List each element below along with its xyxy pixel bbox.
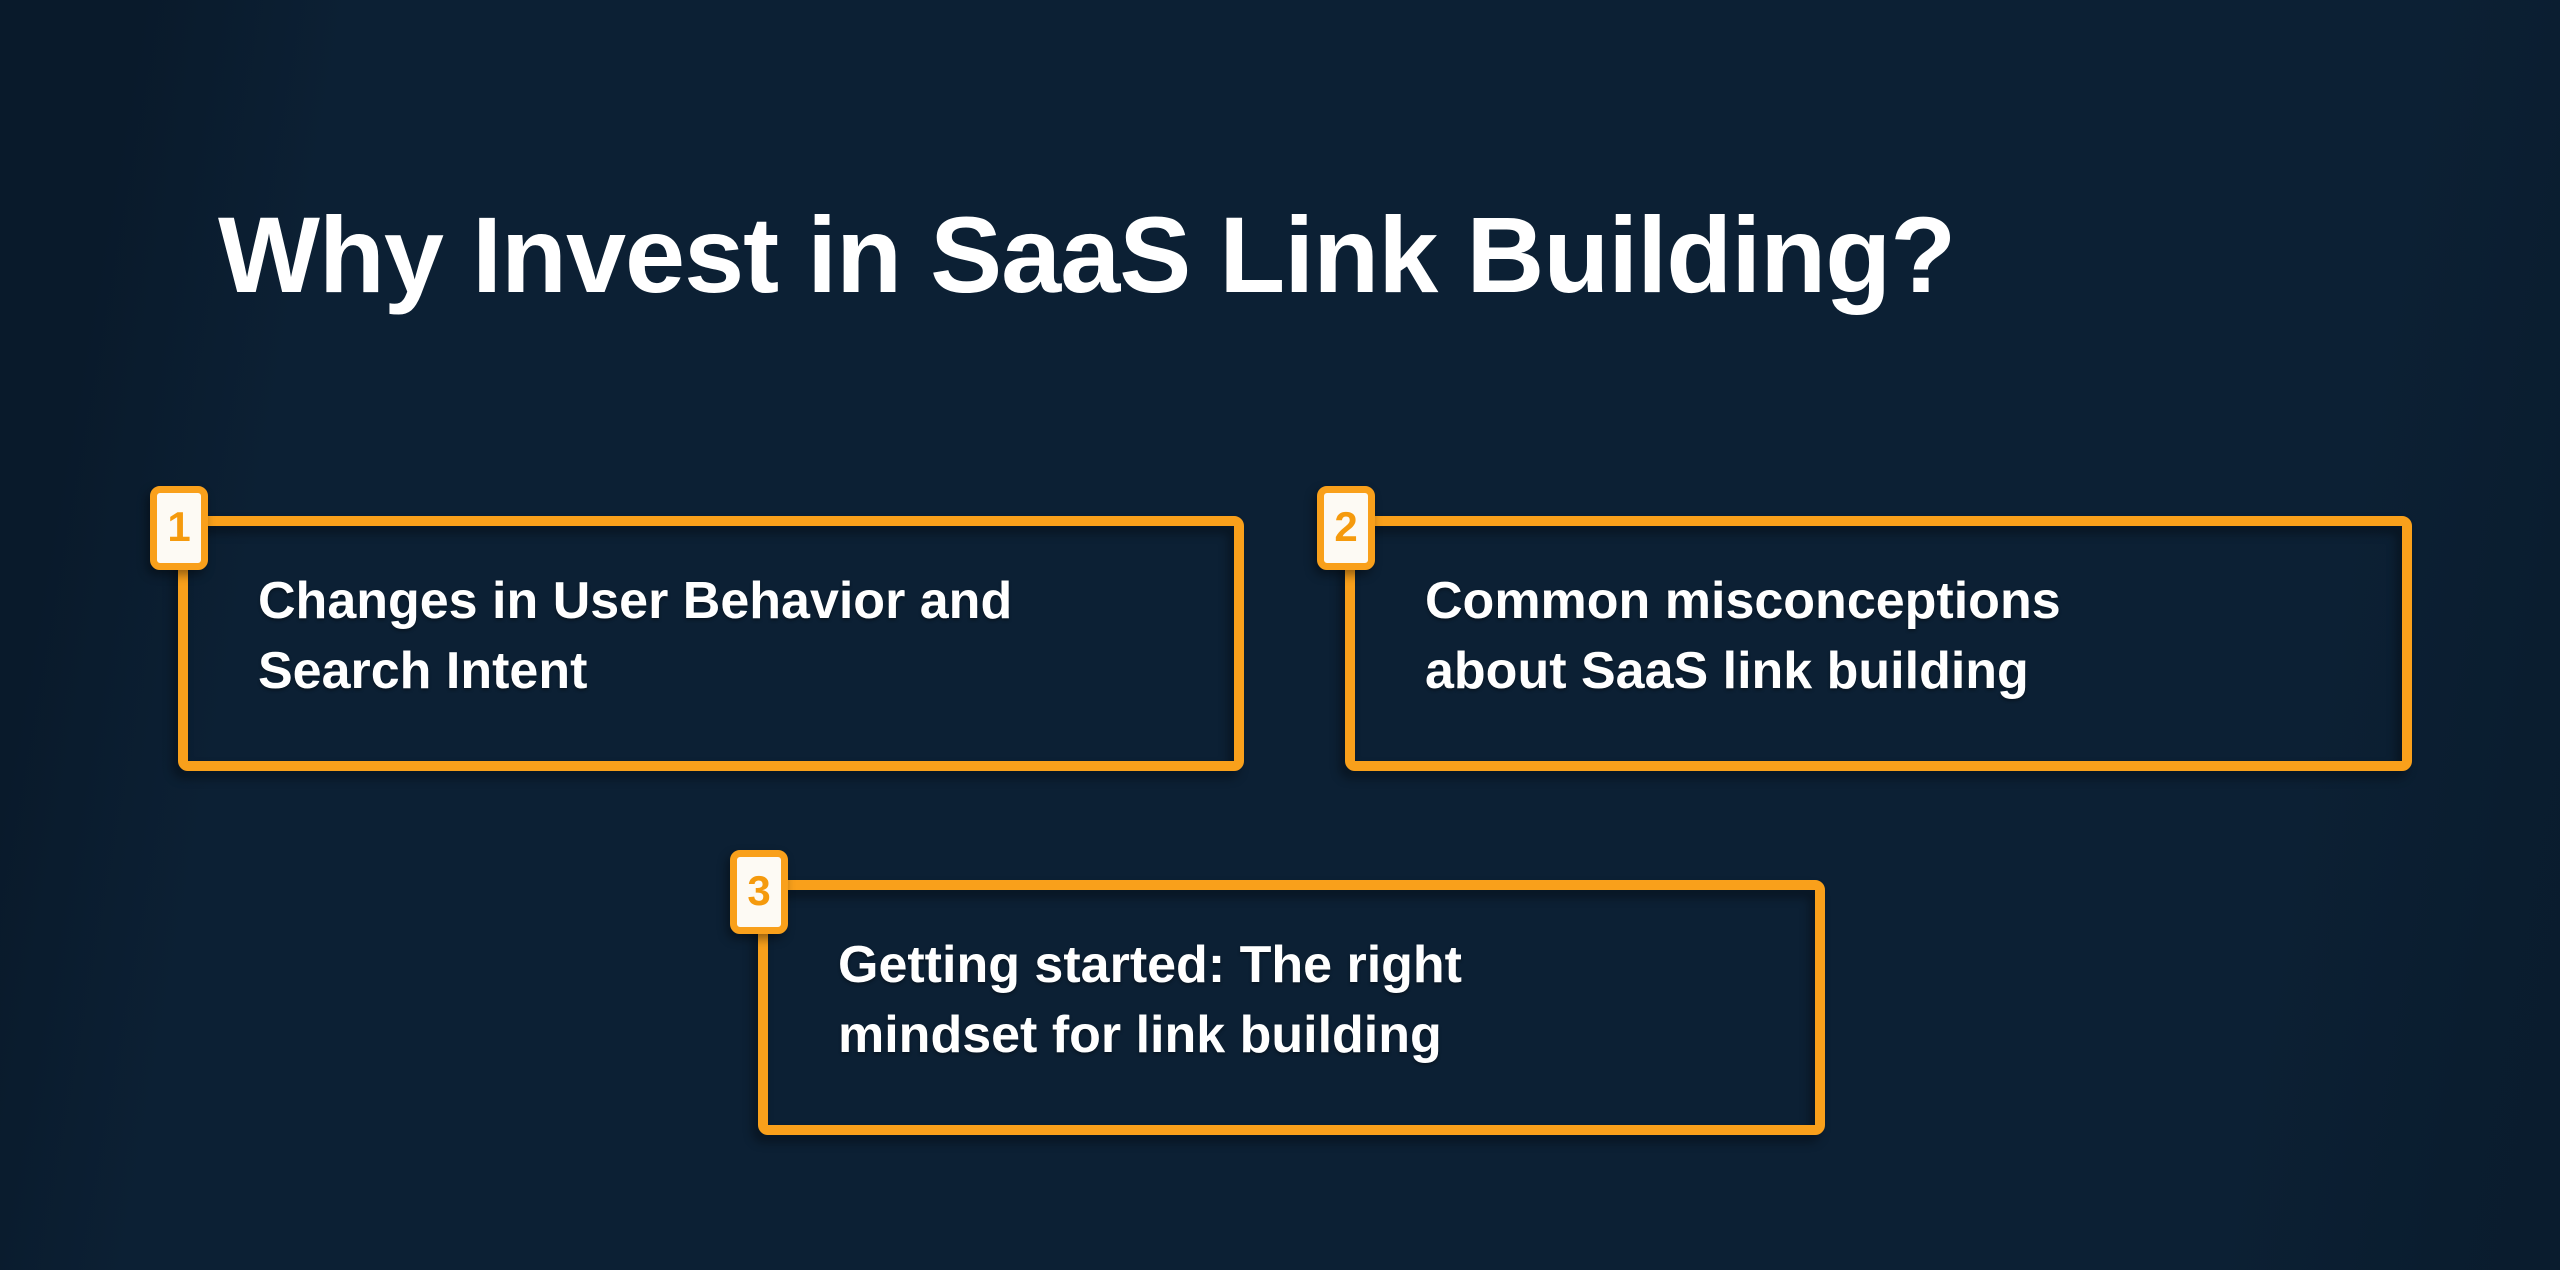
card-3-text-line-2: mindset for link building — [838, 1006, 1442, 1064]
card-3-text-line-1: Getting started: The right — [838, 936, 1462, 994]
card-3[interactable]: 3 Getting started: The right mindset for… — [730, 850, 1825, 1135]
card-3-number-badge: 3 — [730, 850, 788, 934]
card-3-number: 3 — [747, 867, 771, 914]
background-wedge-right — [2140, 0, 2560, 1270]
card-1[interactable]: 1 Changes in User Behavior and Search In… — [150, 486, 1244, 771]
card-1-number-badge: 1 — [150, 486, 208, 570]
card-1-frame — [178, 516, 1244, 771]
card-2-number-badge: 2 — [1317, 486, 1375, 570]
background-wedge-left — [0, 0, 420, 1270]
card-3-text: Getting started: The right mindset for l… — [838, 930, 1785, 1070]
card-2-number: 2 — [1334, 503, 1358, 550]
card-2[interactable]: 2 Common misconceptions about SaaS link … — [1317, 486, 2412, 771]
card-1-number: 1 — [167, 503, 191, 550]
card-1-text: Changes in User Behavior and Search Inte… — [258, 566, 1204, 706]
card-2-text-line-1: Common misconceptions — [1425, 572, 2061, 630]
page-title: Why Invest in SaaS Link Building? — [218, 194, 1956, 315]
card-3-frame — [758, 880, 1825, 1135]
card-2-text: Common misconceptions about SaaS link bu… — [1425, 566, 2372, 706]
card-1-text-line-2: Search Intent — [258, 642, 588, 700]
card-2-frame — [1345, 516, 2412, 771]
card-1-text-line-1: Changes in User Behavior and — [258, 572, 1013, 630]
card-2-text-line-2: about SaaS link building — [1425, 642, 2029, 700]
